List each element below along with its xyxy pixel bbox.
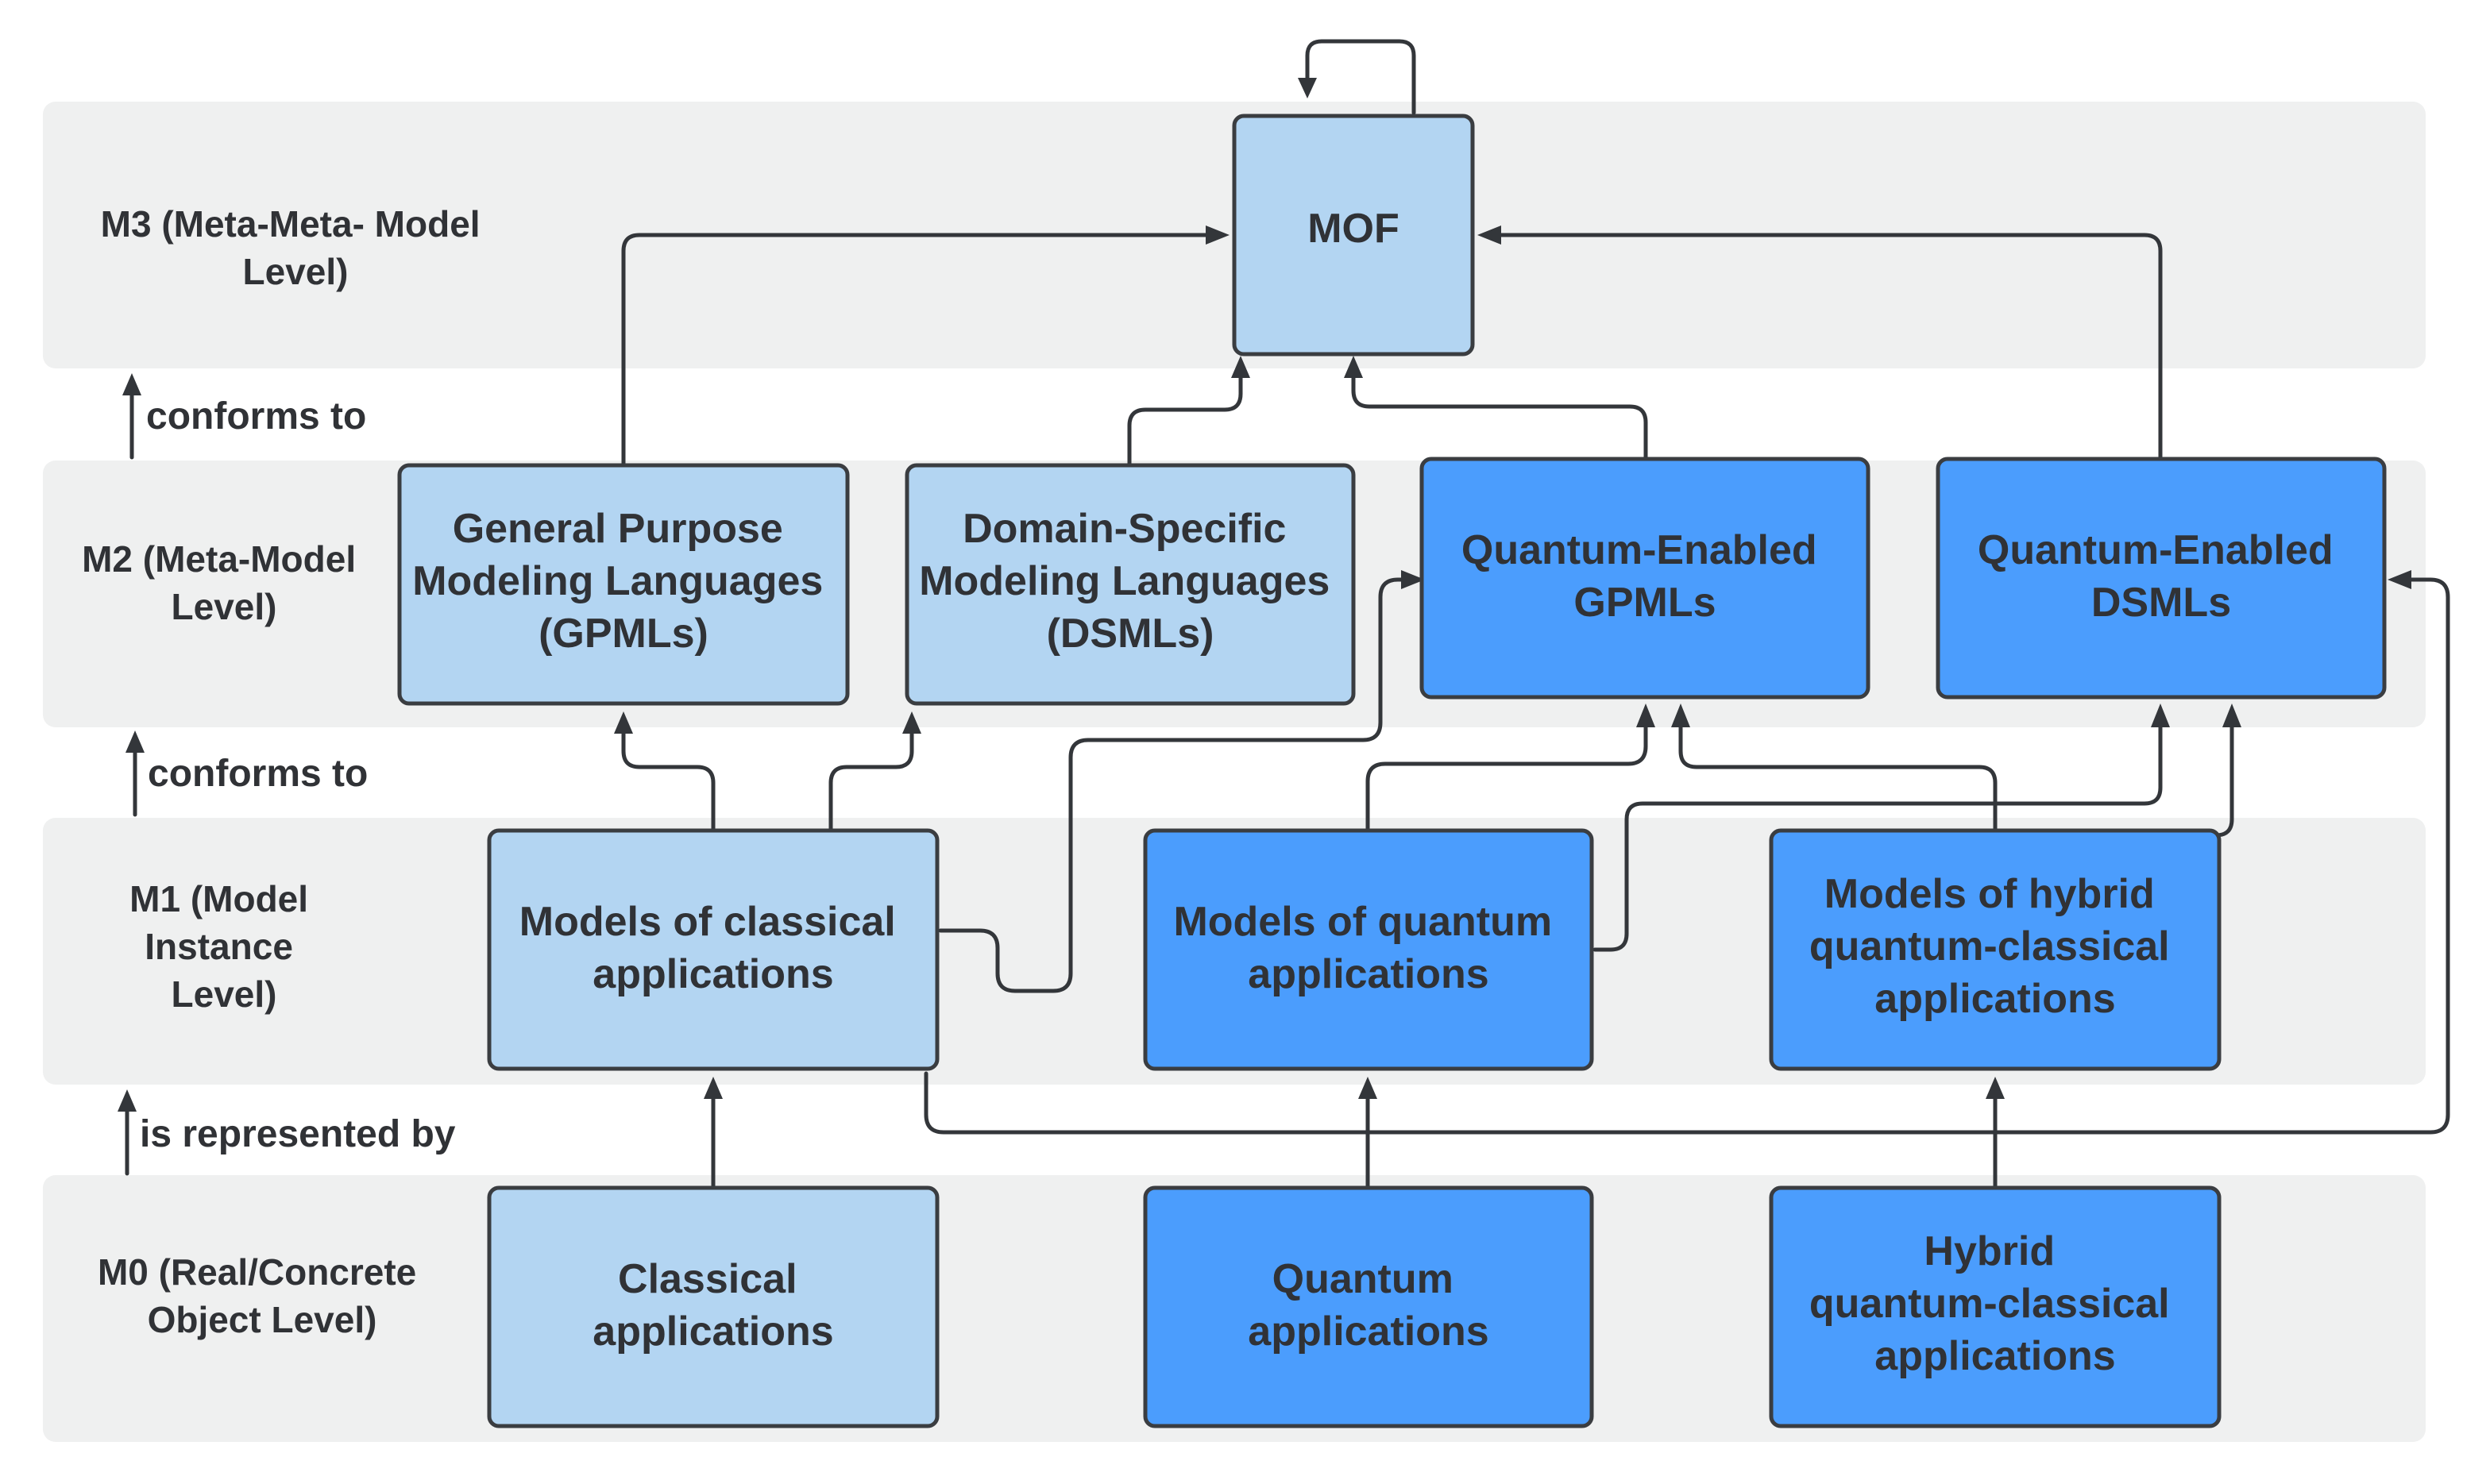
models-hybrid-label: Models of hybrid quantum-classical appli… xyxy=(1809,871,2181,1022)
arrowhead-to-mquantum xyxy=(1358,1077,1377,1099)
level-label-m1: M1 (Model Instance Level) xyxy=(129,878,318,1015)
arrowhead-to-gpmls xyxy=(614,711,633,734)
arrowhead-to-qdsmls-a xyxy=(2151,703,2170,727)
arrowhead-to-qgpmls-side xyxy=(1401,570,1425,589)
edge-qdsmls-to-mof xyxy=(1499,233,2163,460)
hybrid-apps-node: Hybrid quantum-classical applications xyxy=(1769,1185,2222,1428)
hybrid-apps-label: Hybrid quantum-classical applications xyxy=(1809,1228,2181,1379)
mof-label: MOF xyxy=(1307,206,1399,252)
arrowhead-to-qgpmls-b xyxy=(1671,703,1690,727)
arrowhead-to-mhybrid xyxy=(1986,1077,2005,1099)
dsmls-label: Domain-Specific Modeling Languages (DSML… xyxy=(919,506,1342,657)
edge-dsmls-to-mof xyxy=(1127,372,1243,466)
relation-label-m1-m2: conforms to xyxy=(148,753,368,795)
quantum-apps-label: Quantum applications xyxy=(1248,1256,1488,1355)
quantum-apps-node: Quantum applications xyxy=(1143,1185,1594,1428)
arrowhead-rel-m0-m1 xyxy=(118,1089,137,1112)
models-classical-node: Models of classical applications xyxy=(487,828,940,1071)
arrowhead-qdsmls-mof xyxy=(1477,225,1501,245)
arrowhead-dsmls-mof xyxy=(1231,356,1250,378)
edge-qgpmls-to-mof xyxy=(1351,372,1648,460)
level-label-m0: M0 (Real/Concrete Object Level) xyxy=(98,1251,427,1340)
models-quantum-node: Models of quantum applications xyxy=(1143,828,1594,1071)
edge-mclassical-to-dsmls xyxy=(828,730,914,831)
arrowhead-to-dsmls xyxy=(902,711,921,734)
arrowhead-rel-m2-m3 xyxy=(122,373,141,395)
arrowheads xyxy=(118,78,2411,1112)
models-hybrid-node: Models of hybrid quantum-classical appli… xyxy=(1769,828,2222,1071)
mof-self-loop xyxy=(1305,39,1416,115)
edge-mquantum-to-qgpmls xyxy=(1365,723,1648,831)
edge-mquantum-to-qdsmls xyxy=(1592,723,2163,952)
arrowhead-to-qgpmls-a xyxy=(1636,703,1655,727)
arrowhead-rel-m1-m2 xyxy=(125,730,145,753)
edge-gpmls-to-mof xyxy=(621,233,1210,466)
relation-label-m0-m1: is represented by xyxy=(140,1113,456,1155)
classical-apps-label: Classical applications xyxy=(593,1256,833,1355)
arrowhead-to-qdsmls-b xyxy=(2222,703,2241,727)
arrowhead-qgpmls-mof xyxy=(1344,356,1363,378)
level-label-m2: M2 (Meta-Model Level) xyxy=(82,538,366,627)
arrowhead-to-qdsmls-side xyxy=(2388,570,2411,589)
arrowhead-gpmls-mof xyxy=(1206,225,1230,245)
gpmls-label: General Purpose Modeling Languages (GPML… xyxy=(412,506,835,657)
gpmls-node: General Purpose Modeling Languages (GPML… xyxy=(397,463,850,706)
connectors xyxy=(125,39,2450,1190)
quantum-dsmls-node: Quantum-Enabled DSMLs xyxy=(1936,457,2387,700)
mof-node: MOF xyxy=(1232,114,1475,357)
edge-mclassical-to-gpmls xyxy=(621,730,716,831)
models-classical-label: Models of classical applications xyxy=(519,899,907,997)
edge-mclassical-to-qdsmls xyxy=(924,577,2450,1135)
arrowhead-mof-loop xyxy=(1298,78,1317,98)
classical-apps-node: Classical applications xyxy=(487,1185,940,1428)
dsmls-node: Domain-Specific Modeling Languages (DSML… xyxy=(905,463,1356,706)
quantum-gpmls-node: Quantum-Enabled GPMLs xyxy=(1419,457,1870,700)
arrowhead-to-mclassical xyxy=(704,1077,723,1099)
relation-label-m2-m3: conforms to xyxy=(146,395,366,437)
models-quantum-label: Models of quantum applications xyxy=(1173,899,1563,997)
edge-mclassical-to-qgpmls xyxy=(938,577,1405,993)
quantum-dsmls-label: Quantum-Enabled DSMLs xyxy=(1978,527,2345,626)
level-label-m3: M3 (Meta-Meta- Model Level) xyxy=(101,203,491,292)
edge-mhybrid-to-qgpmls xyxy=(1678,723,1998,831)
quantum-gpmls-label: Quantum-Enabled GPMLs xyxy=(1461,527,1828,626)
